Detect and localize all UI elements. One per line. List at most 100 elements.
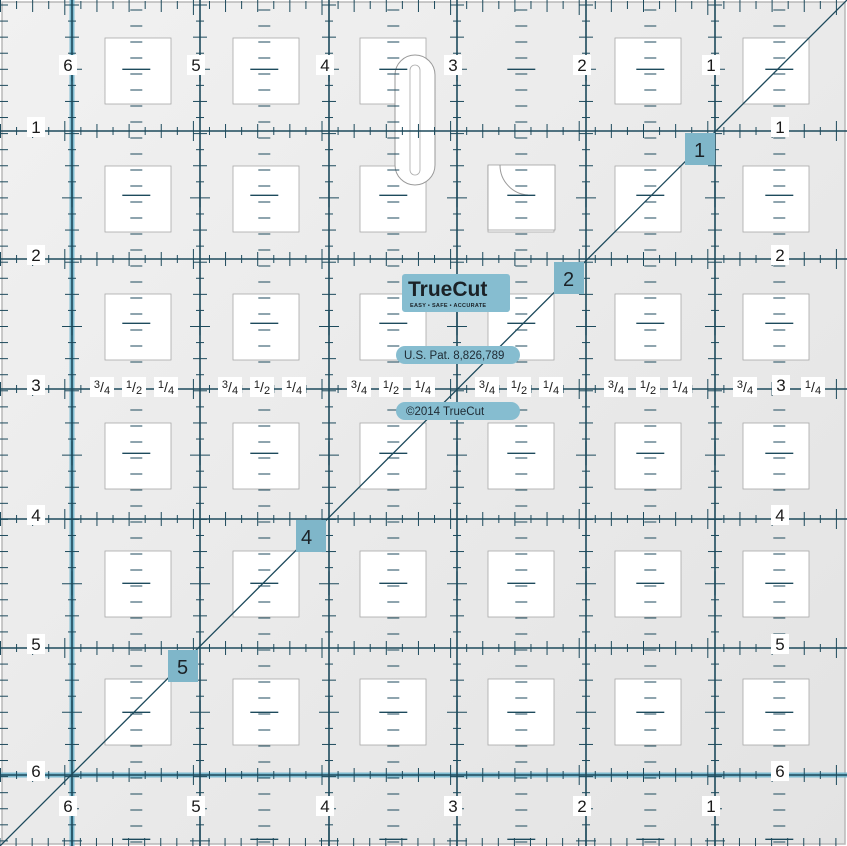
svg-text:3: 3 — [776, 376, 785, 395]
svg-text:2: 2 — [563, 269, 574, 291]
fraction-labels: 3/4 1/2 1/4 3/4 1/2 1/4 3/4 1/2 1/4 3/4 1/2 1/4 3/4 1… — [90, 377, 825, 397]
svg-text:3/4: 3/4 — [351, 379, 367, 397]
window-square — [742, 293, 810, 361]
svg-text:3/4: 3/4 — [94, 379, 110, 397]
window-square — [104, 37, 172, 105]
svg-text:1/4: 1/4 — [672, 379, 688, 397]
svg-text:3/4: 3/4 — [479, 379, 495, 397]
diagonal-badge-4: 4 — [296, 520, 326, 552]
svg-text:5: 5 — [31, 635, 40, 654]
bottom-number-2: 2 — [573, 796, 591, 816]
svg-text:2: 2 — [577, 56, 586, 75]
top-number-5: 5 — [187, 55, 205, 75]
center-slot — [394, 54, 436, 186]
svg-text:1: 1 — [31, 118, 40, 137]
svg-text:©2014 TrueCut: ©2014 TrueCut — [406, 406, 485, 418]
fraction-label: 3/4 — [90, 377, 114, 397]
right-number-6: 6 — [771, 761, 789, 781]
fraction-label: 1/2 — [250, 377, 274, 397]
diagonal-badge-1: 1 — [685, 133, 715, 165]
window-square — [232, 422, 300, 490]
window-square — [232, 678, 300, 746]
truecut-logo: TrueCut EASY • SAFE • ACCURATE — [402, 274, 510, 312]
svg-text:4: 4 — [301, 527, 312, 549]
svg-text:6: 6 — [63, 797, 72, 816]
svg-text:EASY • SAFE • ACCURATE: EASY • SAFE • ACCURATE — [410, 303, 486, 309]
right-number-2: 2 — [771, 245, 789, 265]
window-square — [104, 165, 172, 233]
diagonal-badge-5: 5 — [168, 650, 198, 682]
cutout-windows — [104, 37, 810, 746]
fraction-label: 3/4 — [604, 377, 628, 397]
fraction-label: 1/2 — [507, 377, 531, 397]
svg-text:1/2: 1/2 — [640, 379, 656, 397]
svg-text:1/2: 1/2 — [126, 379, 142, 397]
top-number-3: 3 — [444, 55, 462, 75]
left-number-5: 5 — [27, 634, 45, 654]
bottom-number-6: 6 — [59, 796, 77, 816]
bottom-number-3: 3 — [444, 796, 462, 816]
svg-text:1/2: 1/2 — [511, 379, 527, 397]
fraction-label: 1/2 — [122, 377, 146, 397]
window-square — [104, 293, 172, 361]
fraction-label: 3/4 — [347, 377, 371, 397]
svg-text:6: 6 — [775, 762, 784, 781]
svg-text:1/4: 1/4 — [415, 379, 431, 397]
window-square — [742, 422, 810, 490]
right-number-4: 4 — [771, 505, 789, 525]
right-number-5: 5 — [771, 634, 789, 654]
bottom-number-1: 1 — [702, 796, 720, 816]
svg-text:4: 4 — [775, 506, 784, 525]
fraction-label: 1/4 — [282, 377, 306, 397]
left-number-3: 3 — [27, 375, 45, 395]
svg-text:U.S. Pat. 8,826,789: U.S. Pat. 8,826,789 — [404, 350, 504, 362]
fraction-label: 1/4 — [801, 377, 825, 397]
svg-text:3/4: 3/4 — [222, 379, 238, 397]
svg-text:1/4: 1/4 — [286, 379, 302, 397]
fraction-label: 1/2 — [379, 377, 403, 397]
svg-text:4: 4 — [320, 797, 329, 816]
svg-text:4: 4 — [320, 56, 329, 75]
top-number-1: 1 — [702, 55, 720, 75]
svg-text:6: 6 — [31, 762, 40, 781]
fraction-label: 3/4 — [475, 377, 499, 397]
svg-text:5: 5 — [191, 56, 200, 75]
fraction-label: 1/2 — [636, 377, 660, 397]
left-number-6: 6 — [27, 761, 45, 781]
svg-text:1/2: 1/2 — [254, 379, 270, 397]
svg-text:3: 3 — [448, 56, 457, 75]
top-number-6: 6 — [59, 55, 77, 75]
svg-text:1/4: 1/4 — [805, 379, 821, 397]
left-number-1: 1 — [27, 117, 45, 137]
bottom-number-4: 4 — [316, 796, 334, 816]
window-square — [232, 165, 300, 233]
window-square — [614, 37, 682, 105]
svg-text:1/4: 1/4 — [543, 379, 559, 397]
svg-text:1: 1 — [694, 140, 705, 162]
svg-text:4: 4 — [31, 506, 40, 525]
svg-text:1/2: 1/2 — [383, 379, 399, 397]
svg-text:TrueCut: TrueCut — [408, 278, 487, 301]
svg-text:3/4: 3/4 — [737, 379, 753, 397]
top-number-2: 2 — [573, 55, 591, 75]
fraction-label: 3/4 — [733, 377, 757, 397]
patent-label: U.S. Pat. 8,826,789 — [396, 346, 520, 364]
window-square — [487, 422, 555, 490]
svg-text:5: 5 — [775, 635, 784, 654]
svg-text:1/4: 1/4 — [158, 379, 174, 397]
top-number-4: 4 — [316, 55, 334, 75]
bottom-number-5: 5 — [187, 796, 205, 816]
window-square — [232, 293, 300, 361]
svg-text:3/4: 3/4 — [608, 379, 624, 397]
fraction-label: 1/4 — [539, 377, 563, 397]
right-number-3: 3 — [772, 375, 790, 395]
svg-text:3: 3 — [31, 376, 40, 395]
svg-text:1: 1 — [706, 797, 715, 816]
fraction-label: 3/4 — [218, 377, 242, 397]
svg-text:6: 6 — [63, 56, 72, 75]
svg-text:2: 2 — [577, 797, 586, 816]
svg-text:2: 2 — [775, 246, 784, 265]
inch-numbers: 6543216543211234561245633 — [27, 55, 790, 816]
